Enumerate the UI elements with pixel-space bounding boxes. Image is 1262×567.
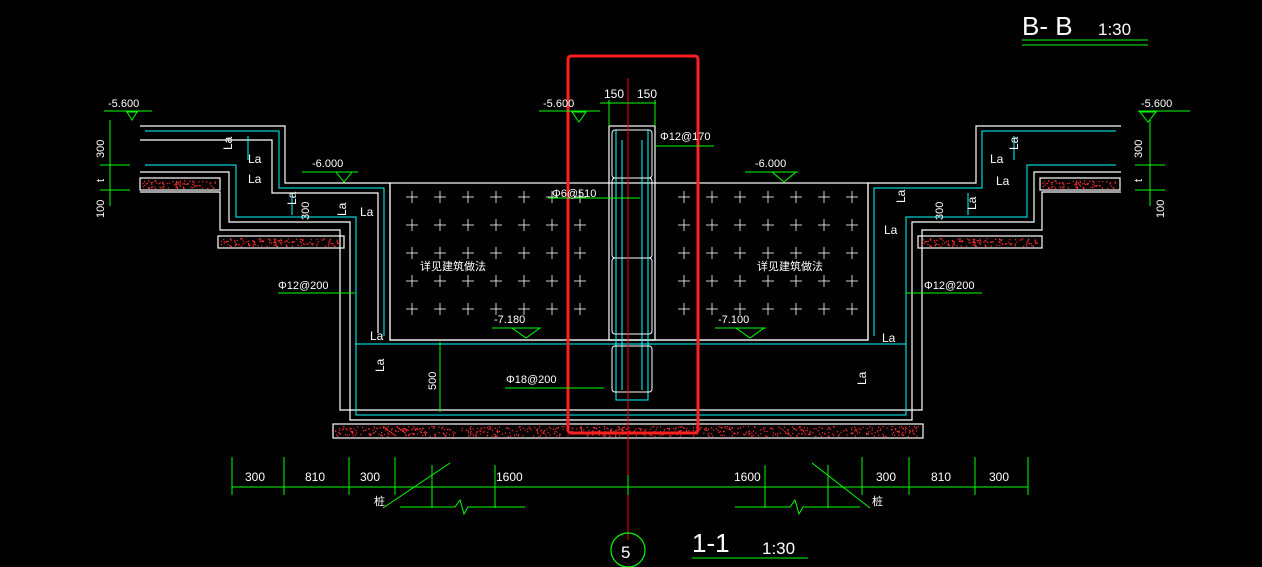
elev-bottom-left: -7.180 [494,314,525,326]
axis-bubble [610,532,646,567]
la-label: La [996,174,1010,188]
elev-bottom-right: -7.100 [718,314,749,326]
dim-bottom-5: 1600 [734,470,761,484]
rebar-wall-right: Φ12@200 [924,280,975,292]
dim-step-left-100: 100 [95,200,107,218]
la-label: La [990,152,1004,166]
rebar-lines [145,129,1116,416]
rebar-column-stirrup: Φ6@510 [552,188,596,200]
dim-bottom-4: 1600 [496,470,523,484]
dim-wall-right-300: 300 [934,202,946,220]
dim-bottom-6: 300 [876,470,896,484]
la-label: La [370,329,384,343]
la-label: La [884,223,898,237]
blinding-hatch [142,180,1116,438]
la-label: La [965,196,979,210]
dim-bottom-3: 300 [360,470,380,484]
la-label: La [855,371,869,385]
section-bb-label: B- B [1022,11,1073,41]
dim-step-right-300: 300 [1133,140,1145,158]
elev-mid-left: -6.000 [312,158,343,170]
la-label: La [882,331,896,345]
la-label: La [373,358,387,372]
la-label: La [248,152,262,166]
dim-bottom-1: 300 [245,470,265,484]
section-bb-scale: 1:30 [1098,20,1131,39]
dim-bottom-2: 810 [305,470,325,484]
note-right-fill: 详见建筑做法 [757,259,823,273]
dim-step-left-300: 300 [95,140,107,158]
la-label: La [1007,136,1021,150]
la-label: La [221,136,235,150]
dimension-lines [100,39,1190,559]
elev-mid-right: -6.000 [755,158,786,170]
dim-step-right-t: t [1133,179,1145,182]
dim-bottom-8: 300 [989,470,1009,484]
la-label: La [894,189,908,203]
note-pile-left: 桩 [374,494,385,508]
dim-column-width-left: 150 [604,87,624,101]
dim-step-right-100: 100 [1155,200,1167,218]
highlight-box [566,54,700,435]
section-11-scale: 1:30 [762,539,795,558]
column-stirrups [611,129,653,393]
anchorage-labels: La La La La La La La La La La La La La L… [221,136,1021,385]
la-label: La [360,205,374,219]
note-left-fill: 详见建筑做法 [420,259,486,273]
note-pile-right: 桩 [872,494,883,508]
elev-top-center: -5.600 [543,98,574,110]
la-label: La [335,202,349,216]
concrete-outline [139,125,1121,439]
fill-crosses [406,191,858,315]
rebar-column-main: Φ12@170 [660,131,711,143]
section-11-label: 1-1 [692,528,730,558]
dim-wall-left-300: 300 [300,202,312,220]
elev-top-right: -5.600 [1141,98,1172,110]
dim-step-left-t: t [95,179,107,182]
dim-slab-500: 500 [427,372,439,390]
rebar-wall-left: Φ12@200 [278,280,329,292]
dim-column-width-right: 150 [637,87,657,101]
axis-label: 5 [621,543,630,562]
la-label: La [285,191,299,205]
dim-bottom-7: 810 [931,470,951,484]
annotation-text: B- B 1:30 1-1 1:30 5 -5.600 -5.600 -5.60… [95,11,1172,562]
elev-top-left: -5.600 [108,98,139,110]
la-label: La [248,172,262,186]
rebar-slab: Φ18@200 [506,374,557,386]
